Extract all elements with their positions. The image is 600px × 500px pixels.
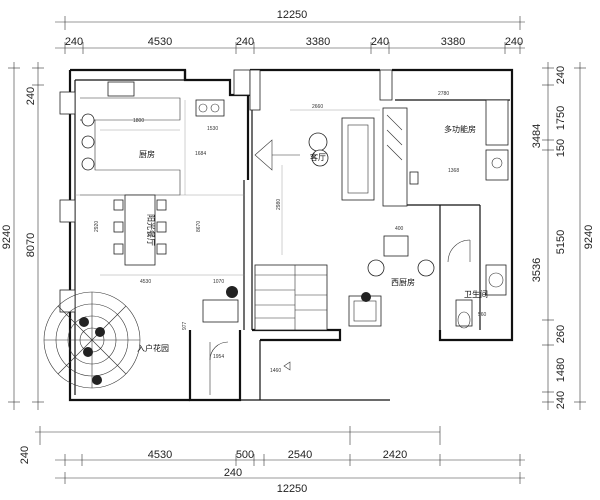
dim-label: 1800 <box>133 118 144 124</box>
bottom-dim-5: 240 <box>224 467 242 479</box>
kitchen-area: 厨房 1800 1530 1684 <box>80 81 225 196</box>
staircase <box>254 264 328 331</box>
dim-label: 4530 <box>140 279 151 285</box>
kitchen-label: 厨房 <box>139 149 155 159</box>
bottom-dim-4: 2420 <box>383 449 407 461</box>
left-total-dim: 9240 <box>1 225 13 249</box>
left-dim-2: 8070 <box>25 233 37 257</box>
right-dim-4: 150 <box>555 139 567 157</box>
left-dim-1: 240 <box>25 87 37 105</box>
bathroom-label: 卫生间 <box>464 289 488 299</box>
dim-label: 2660 <box>312 104 323 110</box>
west-kitchen: 西厨房 400 <box>348 205 441 340</box>
right-dim-8: 1480 <box>555 358 567 382</box>
right-dim-2: 1750 <box>555 106 567 130</box>
dining-area: 阳光餐厅 4530 2920 8670 <box>75 194 245 285</box>
right-dim-9: 240 <box>555 391 567 409</box>
top-dim-4: 3380 <box>306 36 330 48</box>
garden-label: 入户花园 <box>137 343 169 353</box>
top-dim-7: 240 <box>505 36 523 48</box>
right-dim-1: 240 <box>555 66 567 84</box>
sofa <box>341 117 375 201</box>
kitchen-sink <box>107 81 135 97</box>
dim-label: 977 <box>182 321 188 330</box>
plant-icon <box>226 286 238 298</box>
toilet <box>455 299 473 327</box>
bottom-dim-2: 500 <box>236 449 254 461</box>
right-dim-7: 260 <box>555 325 567 343</box>
wardrobe <box>382 107 408 207</box>
bottom-dim-3: 2540 <box>288 449 312 461</box>
right-dim-6: 3536 <box>531 258 543 282</box>
stove <box>195 99 225 117</box>
bottom-dimension-lines: 4530 500 2540 2420 240 12250 240 <box>19 426 525 495</box>
top-total-dim: 12250 <box>277 9 308 21</box>
right-dimension-lines: 240 1750 3484 150 5150 3536 260 1480 240… <box>531 62 595 410</box>
right-total-dim: 9240 <box>583 225 595 249</box>
right-dim-5: 5150 <box>555 230 567 254</box>
dim-label: 1460 <box>270 368 281 374</box>
top-dimension-lines: 12250 240 4530 240 3380 240 3380 240 <box>55 9 525 54</box>
bottom-total-dim: 12250 <box>277 483 308 495</box>
right-dim-3: 3484 <box>531 124 543 148</box>
dim-label: 2980 <box>276 199 282 210</box>
entry-garden: 入户花园 1954 1070 977 <box>43 279 239 395</box>
dim-label: 400 <box>395 226 404 232</box>
dining-table <box>124 194 156 266</box>
bottom-dim-left: 240 <box>19 446 31 464</box>
dim-label: 560 <box>478 312 487 318</box>
dim-label: 1070 <box>213 279 224 285</box>
dim-label: 1368 <box>448 168 459 174</box>
dim-label: 1530 <box>207 126 218 132</box>
top-dim-2: 4530 <box>148 36 172 48</box>
dim-label: 8670 <box>196 221 202 232</box>
left-dimension-lines: 9240 240 8070 <box>1 62 44 410</box>
multi-room: 多功能房 2780 1368 <box>382 91 509 207</box>
bottom-dim-1: 4530 <box>148 449 172 461</box>
top-dim-1: 240 <box>65 36 83 48</box>
dim-label: 1954 <box>213 354 224 360</box>
dim-label: 2920 <box>94 221 100 232</box>
bathroom: 卫生间 560 <box>447 239 507 329</box>
top-dim-5: 240 <box>371 36 389 48</box>
top-dim-6: 3380 <box>441 36 465 48</box>
living-area: 客厅 2660 2980 1460 <box>254 104 380 374</box>
dining-label: 阳光餐厅 <box>146 214 156 246</box>
top-dim-3: 240 <box>236 36 254 48</box>
dim-label: 1684 <box>195 151 206 157</box>
dim-label: 2780 <box>438 91 449 97</box>
multi-room-label: 多功能房 <box>444 124 476 134</box>
west-kitchen-label: 西厨房 <box>391 277 415 287</box>
living-label: 客厅 <box>310 152 326 162</box>
